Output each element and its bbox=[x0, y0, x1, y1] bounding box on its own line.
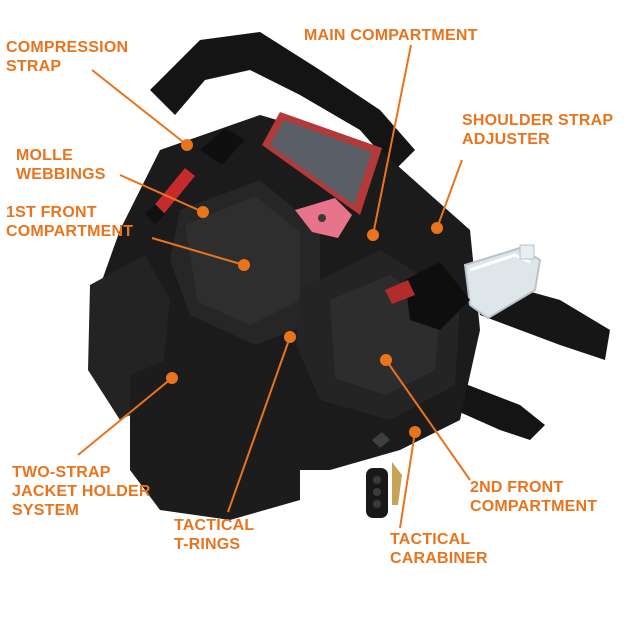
pointer-dot-compression-strap bbox=[181, 139, 193, 151]
pointer-dot-second-front-compartment bbox=[380, 354, 392, 366]
label-tactical-t-rings: TACTICAL T-RINGS bbox=[174, 517, 255, 553]
label-compression-strap: COMPRESSION STRAP bbox=[6, 39, 129, 75]
pointer-jacket-holder bbox=[77, 377, 173, 456]
label-second-front-compartment: 2ND FRONT COMPARTMENT bbox=[470, 479, 598, 515]
pointer-main-compartment bbox=[372, 44, 412, 236]
pointer-t-rings bbox=[227, 336, 291, 513]
pointer-dot-t-rings bbox=[284, 331, 296, 343]
tablet bbox=[262, 112, 382, 215]
knife-and-red-item bbox=[385, 262, 470, 330]
pointer-shoulder-strap-adjuster bbox=[436, 159, 463, 229]
callout-lines bbox=[77, 44, 471, 529]
water-bottle bbox=[463, 244, 542, 320]
label-main-compartment: MAIN COMPARTMENT bbox=[304, 27, 478, 44]
pointer-second-front-compartment bbox=[385, 359, 471, 481]
pepper-spray bbox=[145, 168, 195, 224]
label-first-front-compartment: 1ST FRONT COMPARTMENT bbox=[6, 204, 134, 240]
key-fob bbox=[366, 432, 402, 518]
pointer-first-front-compartment bbox=[151, 237, 245, 266]
pointer-dot-shoulder-strap-adjuster bbox=[431, 222, 443, 234]
pointer-dot-molle-webbings bbox=[197, 206, 209, 218]
pink-multitool bbox=[295, 198, 352, 238]
pointer-molle-webbings bbox=[119, 174, 204, 213]
label-two-strap-jacket-holder: TWO-STRAP JACKET HOLDER SYSTEM bbox=[12, 464, 151, 519]
flashlight bbox=[200, 128, 245, 165]
pointer-dot-first-front-compartment bbox=[238, 259, 250, 271]
label-shoulder-strap-adjuster: SHOULDER STRAP ADJUSTER bbox=[462, 112, 614, 148]
pointer-compression-strap bbox=[91, 69, 188, 146]
pointer-carabiner bbox=[399, 431, 416, 529]
jacket-roll bbox=[130, 355, 300, 520]
pointer-dot-carabiner bbox=[409, 426, 421, 438]
pointer-dot-main-compartment bbox=[367, 229, 379, 241]
label-tactical-carabiner: TACTICAL CARABINER bbox=[390, 531, 488, 567]
pointer-dot-jacket-holder bbox=[166, 372, 178, 384]
label-molle-webbings: MOLLE WEBBINGS bbox=[16, 147, 106, 183]
